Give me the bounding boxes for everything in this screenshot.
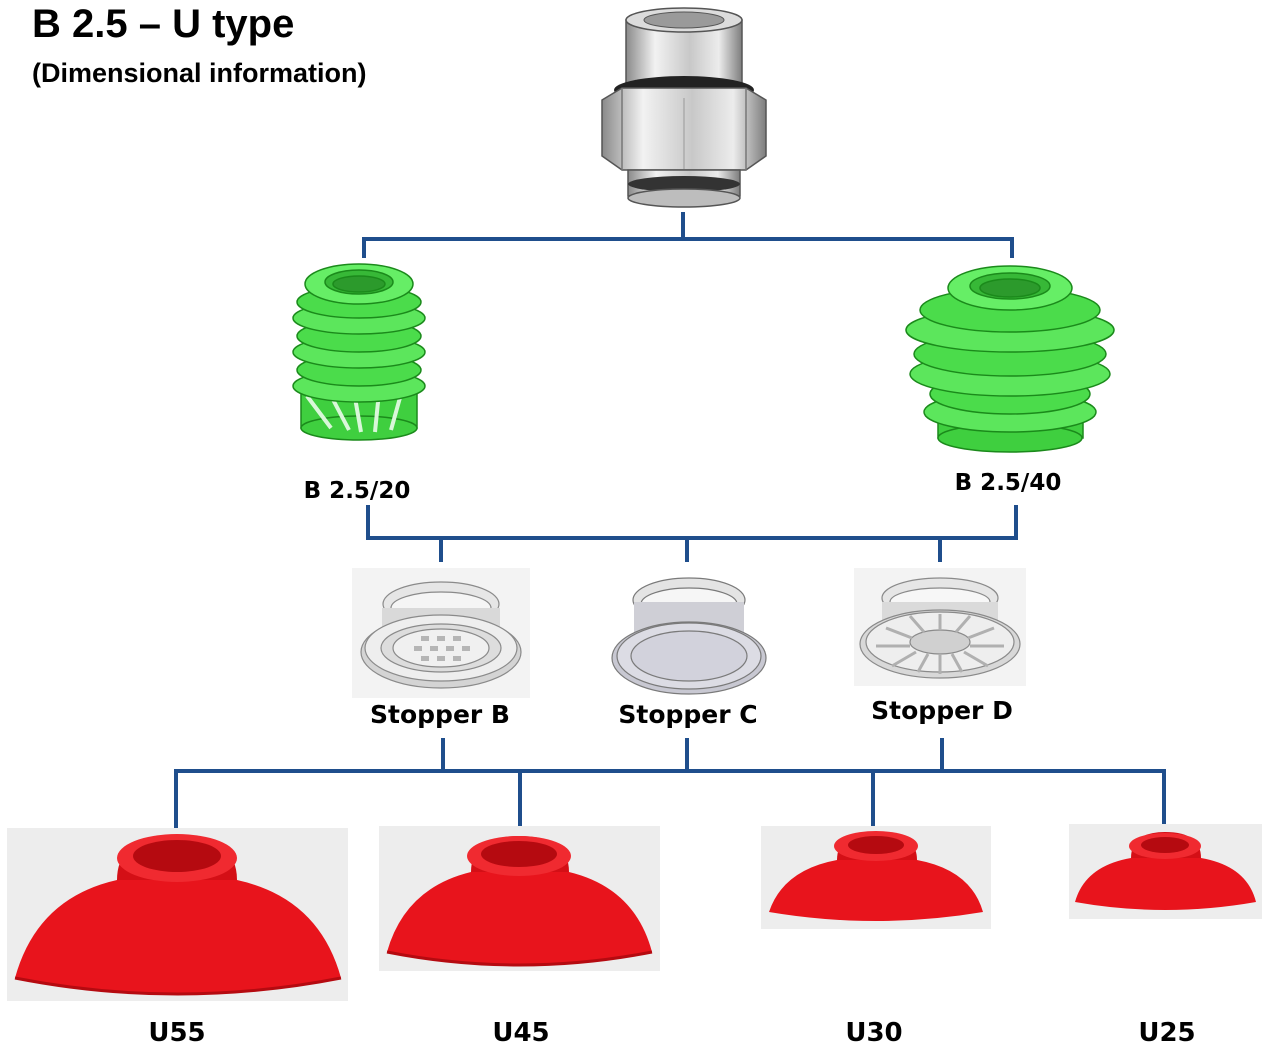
cup-u30-image	[761, 826, 991, 929]
green-bellow-icon	[292, 263, 426, 441]
cup-u25-image	[1069, 824, 1262, 919]
diagram-title: B 2.5 – U type	[32, 2, 295, 46]
stopper-label: Stopper C	[618, 700, 758, 729]
cup-label: U25	[1138, 1018, 1196, 1048]
cup-label: U30	[845, 1018, 903, 1048]
bellow-label: B 2.5/20	[303, 478, 411, 504]
red-suction-cup-icon	[1069, 824, 1262, 919]
stopper-label: Stopper B	[370, 700, 510, 729]
metal-fitting-icon	[601, 7, 767, 208]
red-suction-cup-icon	[761, 826, 991, 929]
cup-label: U55	[148, 1018, 206, 1048]
bellow-b25-40-image	[903, 258, 1118, 456]
bellow-b25-20-image	[279, 258, 439, 446]
stopper-c-icon	[611, 577, 767, 695]
green-bellow-icon	[905, 265, 1115, 453]
stopper-d-image	[854, 568, 1026, 686]
stopper-label: Stopper D	[871, 696, 1013, 725]
cup-u55-image	[7, 828, 348, 1001]
red-suction-cup-icon	[379, 826, 660, 971]
cup-u45-image	[379, 826, 660, 971]
diagram-subtitle: (Dimensional information)	[32, 58, 367, 88]
metal-fitting-image	[596, 6, 772, 211]
stopper-d-icon	[854, 568, 1026, 686]
stopper-b-icon	[352, 568, 530, 698]
bellow-label: B 2.5/40	[954, 470, 1062, 496]
red-suction-cup-icon	[7, 828, 348, 1001]
cup-label: U45	[492, 1018, 550, 1048]
stopper-c-image	[610, 568, 768, 696]
stopper-b-image	[352, 568, 530, 698]
